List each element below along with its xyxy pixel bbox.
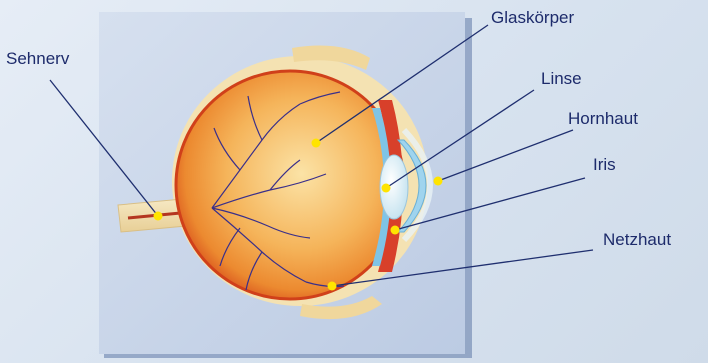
- marker-sehnerv: [154, 212, 163, 221]
- label-netzhaut: Netzhaut: [603, 230, 671, 249]
- marker-netzhaut: [328, 282, 337, 291]
- label-iris: Iris: [593, 155, 616, 174]
- marker-glaskoerper: [312, 139, 321, 148]
- label-sehnerv: Sehnerv: [6, 49, 70, 68]
- marker-iris: [391, 226, 400, 235]
- label-hornhaut: Hornhaut: [568, 109, 638, 128]
- label-glaskoerper: Glaskörper: [491, 8, 574, 27]
- marker-linse: [382, 184, 391, 193]
- marker-hornhaut: [434, 177, 443, 186]
- label-linse: Linse: [541, 69, 582, 88]
